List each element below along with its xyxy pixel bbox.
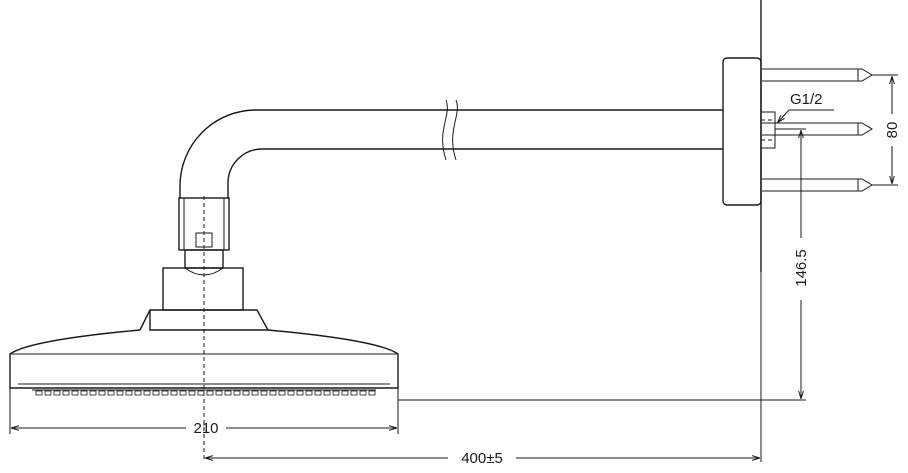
nozzle (206, 390, 214, 396)
nozzle (179, 390, 187, 396)
nozzle (368, 390, 376, 396)
wall-flange (722, 57, 762, 206)
dimension-diameter-label: 210 (193, 420, 218, 437)
nozzle (152, 390, 160, 396)
shower-head (9, 309, 399, 396)
spray-nozzles (35, 390, 376, 396)
nozzle (314, 390, 322, 396)
nozzle (125, 390, 133, 396)
nozzle (188, 390, 196, 396)
dimension-flange-label: 80 (884, 122, 901, 139)
nozzle (116, 390, 124, 396)
nozzle (323, 390, 331, 396)
nozzle (89, 390, 97, 396)
ball-joint (162, 197, 244, 311)
nozzle (107, 390, 115, 396)
dimension-drop: 146.5 (793, 131, 810, 398)
nozzle (80, 390, 88, 396)
nozzle (305, 390, 313, 396)
thread-callout: G1/2 (778, 91, 834, 122)
dimension-flange: 80 (884, 77, 901, 183)
nozzle (170, 390, 178, 396)
anchor-pins (762, 68, 873, 192)
nozzle (35, 390, 43, 396)
nozzle (44, 390, 52, 396)
nozzle (269, 390, 277, 396)
nozzle (278, 390, 286, 396)
dimension-drop-label: 146.5 (793, 249, 810, 287)
nozzle (233, 390, 241, 396)
nozzle (251, 390, 259, 396)
extension-lines (9, 74, 898, 462)
thread-callout-label: G1/2 (790, 91, 823, 108)
nozzle (161, 390, 169, 396)
nozzle (224, 390, 232, 396)
nozzle (98, 390, 106, 396)
nozzle (242, 390, 250, 396)
nozzle (134, 390, 142, 396)
dimension-diameter: 210 (12, 420, 396, 437)
nozzle (260, 390, 268, 396)
dimension-projection-label: 400±5 (461, 450, 503, 467)
nozzle (359, 390, 367, 396)
nozzle (287, 390, 295, 396)
nozzle (143, 390, 151, 396)
nozzle (296, 390, 304, 396)
nozzle (62, 390, 70, 396)
nozzle (53, 390, 61, 396)
nozzle (215, 390, 223, 396)
dimension-projection: 400±5 (206, 450, 759, 467)
nozzle (332, 390, 340, 396)
nozzle (197, 390, 205, 396)
shower-arm (179, 99, 723, 198)
nozzle (71, 390, 79, 396)
nozzle (341, 390, 349, 396)
nozzle (350, 390, 358, 396)
